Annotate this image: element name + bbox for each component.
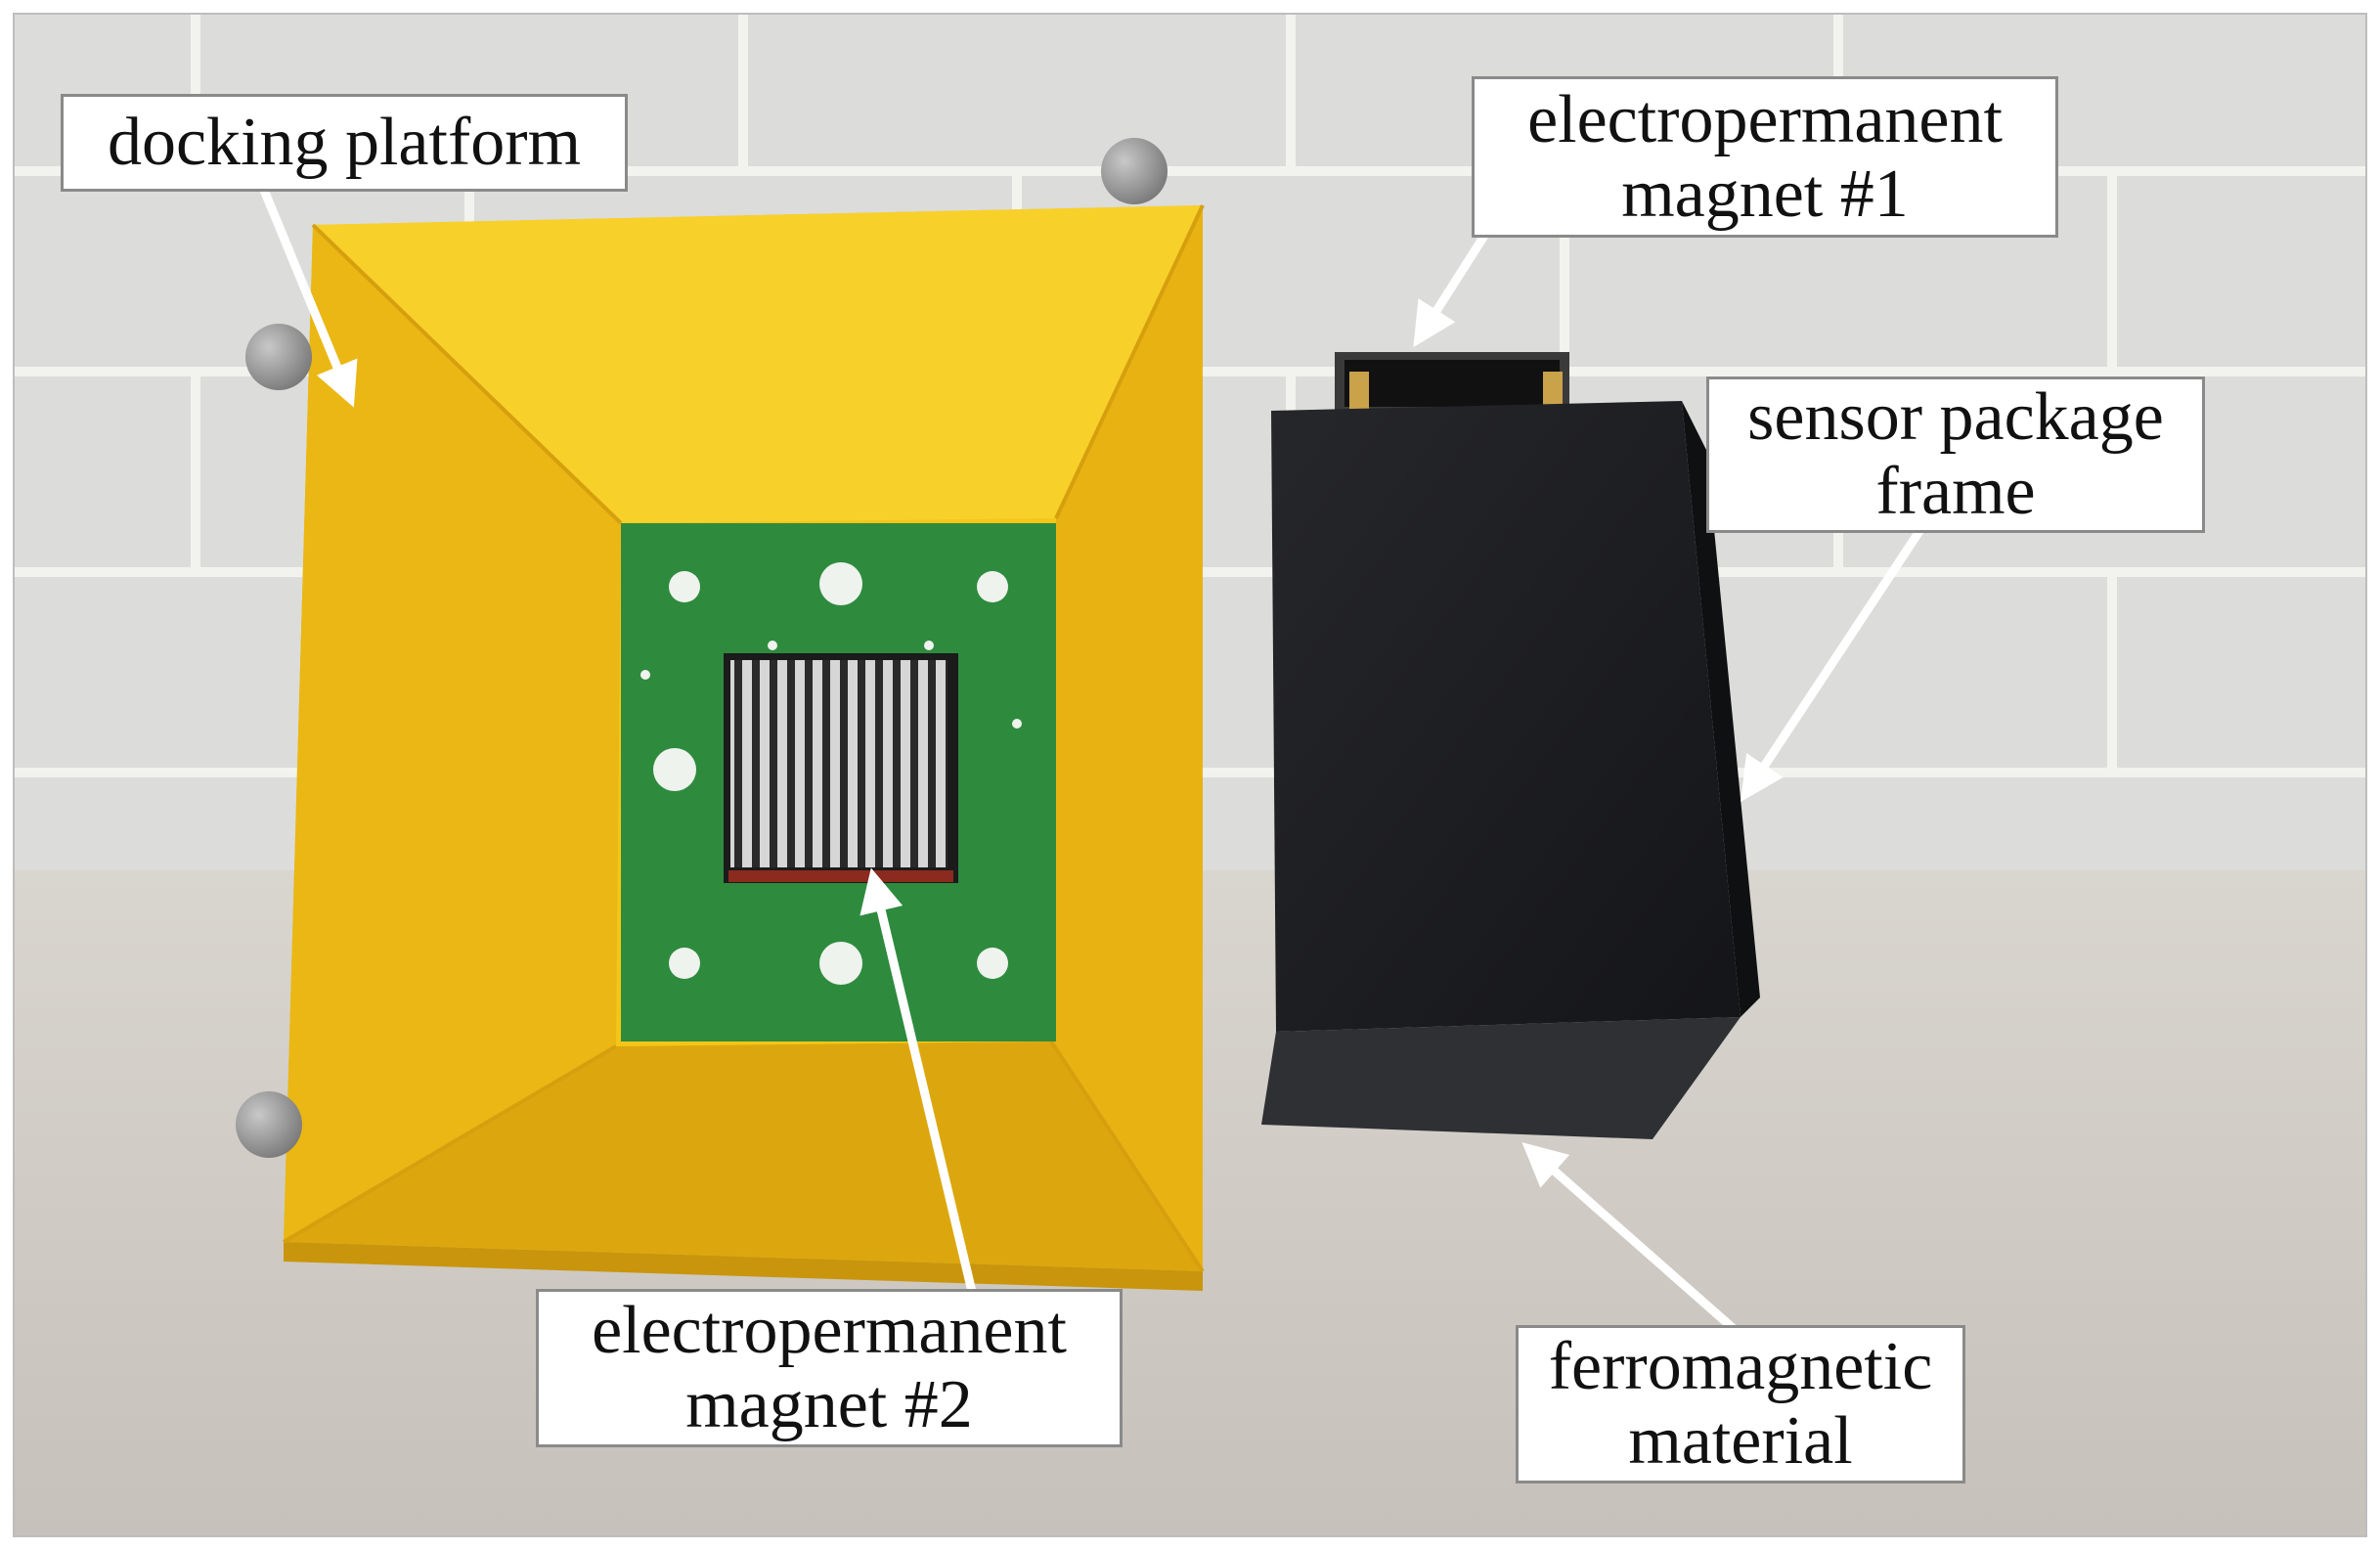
- marker-ball-bottom: [236, 1091, 302, 1158]
- sensor-package-object: [1261, 352, 1760, 1139]
- photo-border: [13, 13, 2367, 1537]
- arrow-epm2: [859, 867, 978, 1301]
- epm2-object: [724, 653, 958, 883]
- label-sensor-frame-line2: frame: [1875, 454, 2036, 529]
- arrow-epm1: [1413, 220, 1496, 348]
- marker-ball-left: [245, 324, 312, 390]
- label-epm2-line2: magnet #2: [685, 1367, 973, 1442]
- label-epm1-line1: electropermanent: [1527, 81, 2003, 157]
- arrow-ferro: [1521, 1142, 1745, 1340]
- label-sensor-frame-line1: sensor package: [1747, 379, 2164, 455]
- label-docking-platform: docking platform: [61, 94, 628, 192]
- annotation-arrows: [249, 161, 1936, 1340]
- label-epm2: electropermanent magnet #2: [536, 1289, 1123, 1447]
- label-docking-platform-line1: docking platform: [107, 105, 582, 180]
- label-epm2-line1: electropermanent: [592, 1293, 1067, 1368]
- label-ferro-line2: material: [1628, 1403, 1853, 1479]
- label-ferro-line1: ferromagnetic: [1548, 1329, 1933, 1404]
- label-epm1: electropermanent magnet #1: [1472, 76, 2058, 238]
- label-epm1-line2: magnet #1: [1621, 155, 1909, 232]
- arrow-sensor-frame: [1741, 509, 1936, 803]
- arrow-docking-platform: [249, 161, 358, 408]
- label-ferro: ferromagnetic material: [1516, 1325, 1965, 1484]
- marker-ball-top: [1101, 138, 1168, 204]
- label-sensor-frame: sensor package frame: [1706, 376, 2205, 533]
